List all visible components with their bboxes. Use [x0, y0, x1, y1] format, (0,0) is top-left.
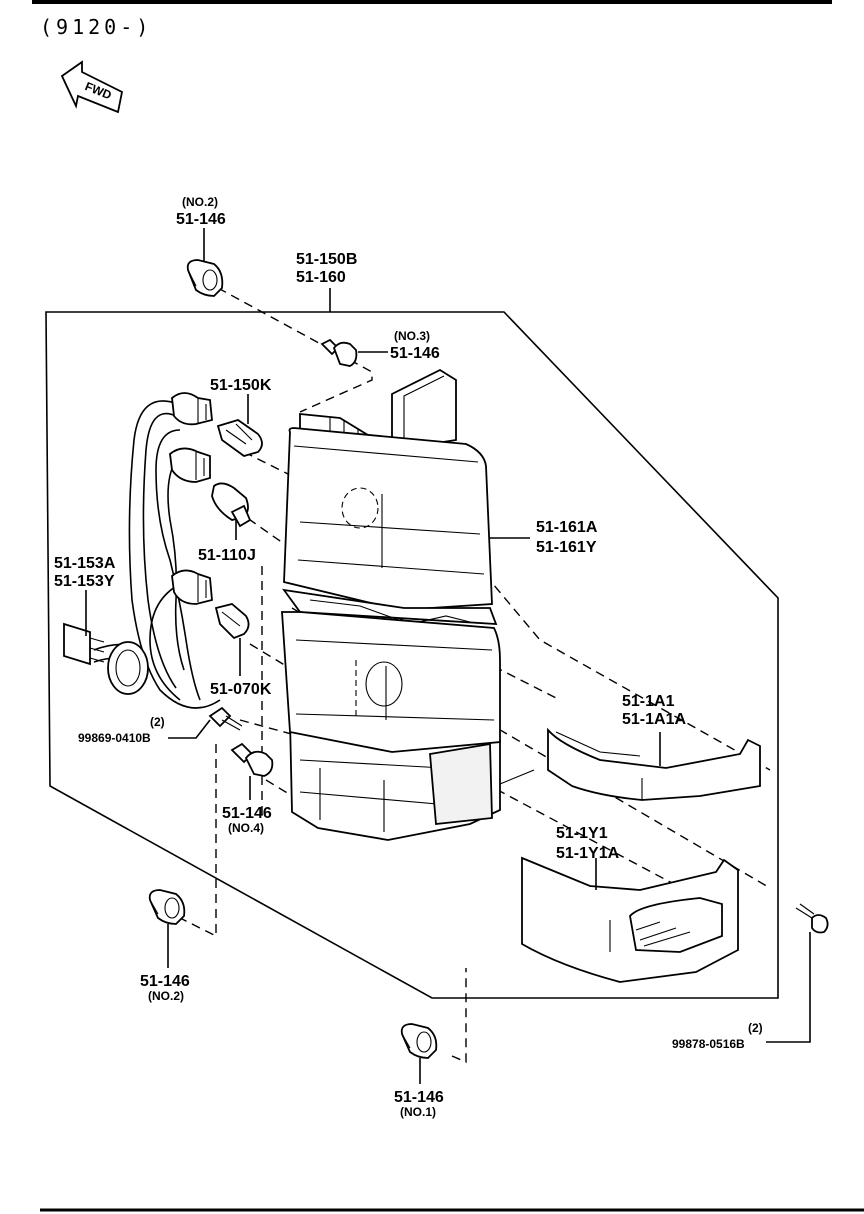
- bulb-51-150k-icon: [216, 419, 263, 457]
- clip-no2-bottom-code: 51-146: [140, 973, 190, 990]
- model-range-header: (9120-): [40, 15, 152, 39]
- clip-no1-code: 51-146: [394, 1089, 444, 1106]
- clip-no4-code: 51-146: [222, 805, 272, 822]
- screw-0516-code: 99878-0516B: [672, 1037, 745, 1051]
- clip-no3-code: 51-146: [390, 345, 440, 362]
- housing-label-2: 51-160: [296, 269, 346, 286]
- bulb-070k-label: 51-070K: [210, 681, 272, 698]
- lower-lens: [281, 611, 501, 753]
- clip-no2-top-note: (NO.2): [182, 195, 218, 209]
- screw-0410-qty: (2): [150, 715, 165, 729]
- screw-0410-code: 99869-0410B: [78, 731, 151, 745]
- lens-upper-label-2: 51-161Y: [536, 539, 597, 556]
- wiring-harness: [63, 392, 221, 709]
- fwd-arrow-icon: FWD: [60, 60, 124, 114]
- clip-no3-icon: [320, 338, 358, 367]
- garnish-1y1: [521, 856, 739, 983]
- clip-no2-bottom-icon: [148, 889, 186, 925]
- screw-99869-icon: [208, 706, 243, 731]
- assembly-outline: [45, 311, 779, 999]
- clip-no4-note: (NO.4): [228, 821, 264, 835]
- bulb-150k-label: 51-150K: [210, 377, 272, 394]
- harness-label-2: 51-153Y: [54, 573, 115, 590]
- garnish-1y1-label-2: 51-1Y1A: [556, 845, 620, 862]
- screw-0516-qty: (2): [748, 1021, 763, 1035]
- upper-lens: [282, 427, 498, 625]
- leader-lines: [85, 228, 811, 1084]
- garnish-1y1-label-1: 51-1Y1: [556, 825, 608, 842]
- harness-label-1: 51-153A: [54, 555, 116, 572]
- clip-no1-note: (NO.1): [400, 1105, 436, 1119]
- garnish-1a1: [547, 727, 761, 801]
- garnish-1a1-label-2: 51-1A1A: [622, 711, 686, 728]
- clip-no3-note: (NO.3): [394, 329, 430, 343]
- garnish-1a1-label-1: 51-1A1: [622, 693, 675, 710]
- clip-no1-icon: [400, 1023, 438, 1059]
- housing-label-1: 51-150B: [296, 251, 357, 268]
- clip-no2-top-code: 51-146: [176, 211, 226, 228]
- screw-99878-icon: [795, 903, 829, 934]
- part-labels: (NO.2) 51-146 51-150B 51-160 (NO.3) 51-1…: [54, 195, 763, 1119]
- clip-no4-icon: [230, 742, 274, 777]
- clip-no2-bottom-note: (NO.2): [148, 989, 184, 1003]
- lens-upper-label-1: 51-161A: [536, 519, 598, 536]
- bulb-51-070k-icon: [214, 603, 250, 640]
- clip-no2-top-icon: [186, 259, 224, 297]
- bulb-51-110j-icon: [211, 482, 252, 528]
- bulb-110j-label: 51-110J: [198, 547, 256, 564]
